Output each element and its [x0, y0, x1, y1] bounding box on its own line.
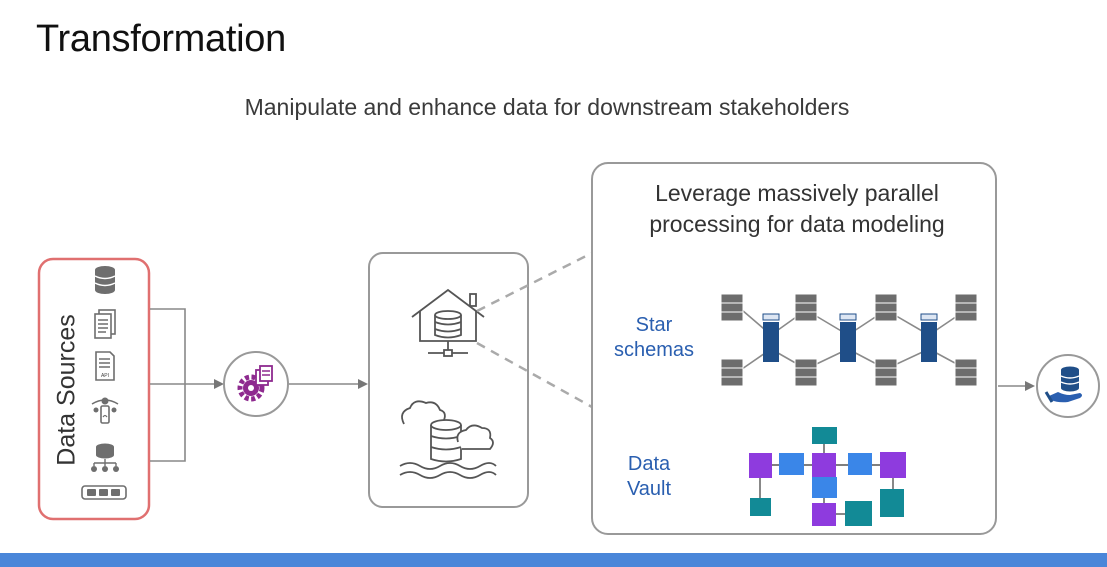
data-vault-label-line1: Data	[627, 453, 671, 475]
iot-device-icon	[91, 397, 119, 424]
vault-satellite	[880, 489, 904, 517]
modeling-panel	[591, 162, 997, 535]
document-icon	[94, 309, 116, 339]
modeling-heading: Leverage massively parallel processing f…	[600, 178, 994, 240]
data-vault-label: Data Vault	[606, 452, 692, 502]
slide-title: Transformation	[36, 18, 286, 60]
modeling-heading-line2: processing for data modeling	[649, 211, 945, 237]
star-dimension-tables	[720, 293, 978, 387]
data-warehouse-icon	[411, 288, 485, 357]
data-sources-label: Data Sources	[52, 314, 81, 466]
data-sources-box	[37, 257, 151, 521]
slide-subtitle: Manipulate and enhance data for downstre…	[244, 94, 850, 120]
vault-link	[779, 453, 804, 475]
vault-hub	[812, 453, 836, 477]
data-vault-diagram	[749, 427, 906, 526]
data-lake-icon	[399, 400, 497, 479]
star-schemas-label: Star schemas	[606, 313, 702, 363]
star-schemas-label-line2: schemas	[613, 339, 695, 361]
star-schema-diagram	[720, 293, 978, 387]
api-document-icon: API	[95, 351, 115, 381]
data-vault-label-line2: Vault	[626, 478, 672, 500]
gear-files-icon	[237, 365, 273, 402]
database-icon	[94, 266, 116, 294]
star-fact-tables	[763, 322, 937, 362]
vault-satellite	[750, 498, 771, 516]
vault-hub	[812, 503, 836, 526]
vault-link	[848, 453, 872, 475]
projection-lines	[476, 251, 593, 409]
database-hand-icon	[1044, 366, 1082, 403]
database-network-icon	[91, 443, 119, 472]
vault-hub	[749, 453, 772, 478]
vault-satellite	[845, 501, 872, 526]
modeling-heading-line1: Leverage massively parallel	[655, 180, 939, 206]
vault-link	[812, 477, 837, 498]
bottom-accent-bar	[0, 553, 1107, 567]
source-connector	[150, 308, 186, 462]
api-text: API	[101, 373, 109, 379]
vault-satellite	[812, 427, 837, 444]
server-rack-icon	[81, 485, 127, 500]
vault-hub	[880, 452, 906, 478]
star-schemas-label-line1: Star	[635, 314, 673, 336]
